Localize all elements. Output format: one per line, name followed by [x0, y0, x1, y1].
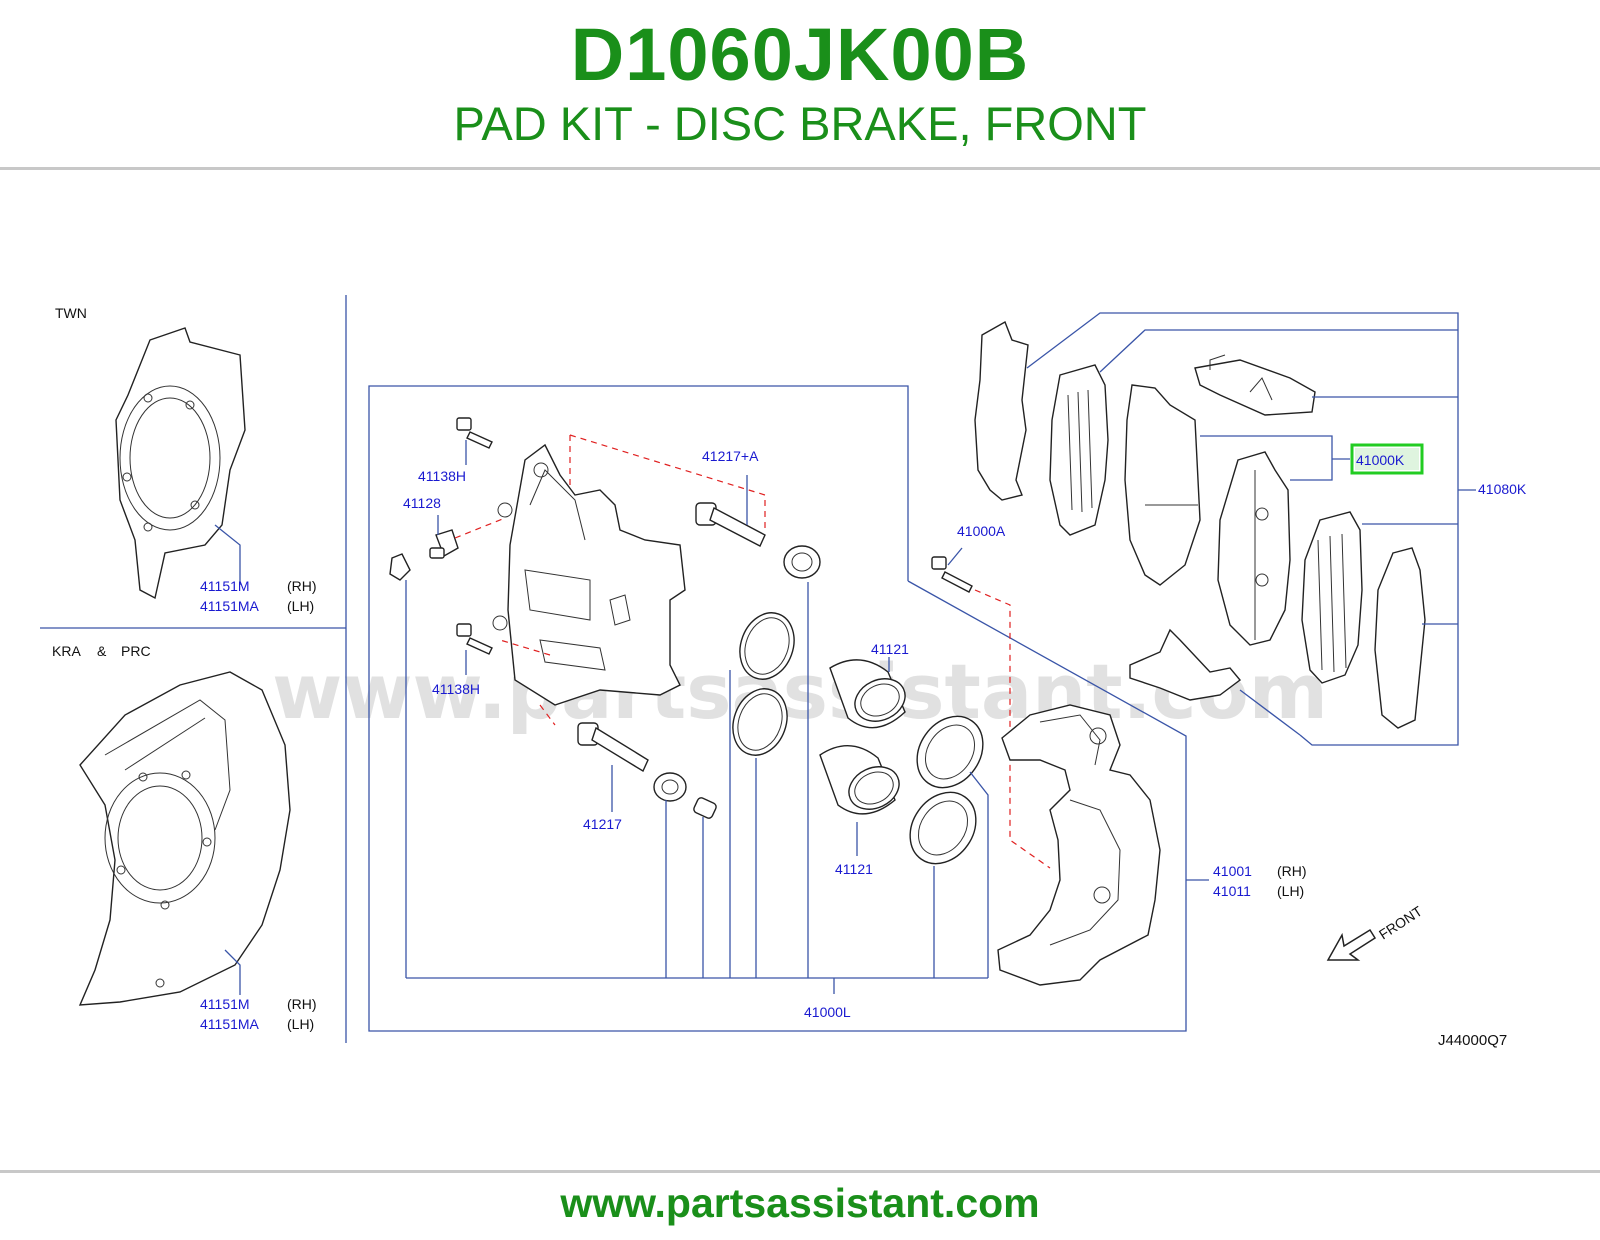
callout-41151ma-top[interactable]: 41151MA: [200, 598, 260, 614]
callout-rh-41001: (RH): [1277, 863, 1307, 879]
brake-pad-inner: [1217, 451, 1291, 646]
pin-41217: [577, 722, 649, 773]
pin-boot-top: [783, 545, 821, 579]
bolt-41138h-bottom: [456, 623, 493, 655]
bleeder-cap: [389, 553, 411, 581]
bleeder-41128: [429, 529, 459, 559]
callout-41151m-top[interactable]: 41151M: [200, 578, 250, 594]
callout-41138h-bottom[interactable]: 41138H: [432, 681, 480, 697]
brake-pad-outer: [1124, 384, 1201, 586]
piston-top: [829, 659, 906, 729]
bracket-41080k: [1026, 312, 1459, 746]
leader-41000k: [1200, 435, 1333, 481]
dust-seal-top: [916, 715, 984, 789]
bolt-41138h-top: [456, 417, 493, 449]
header-divider: [0, 167, 1600, 170]
assembly-frame-41000l: [368, 385, 1187, 1032]
front-direction-arrow: FRONT: [1326, 903, 1426, 961]
callout-41000l[interactable]: 41000L: [804, 1004, 851, 1020]
part-description-title: PAD KIT - DISC BRAKE, FRONT: [453, 97, 1147, 150]
pad-clip-top: [1194, 354, 1316, 416]
highlight-fill-41000k: [1355, 448, 1419, 470]
splash-shield-kra: [78, 671, 291, 1006]
callout-41151ma-bottom[interactable]: 41151MA: [200, 1016, 260, 1032]
dust-seal-bottom: [909, 791, 977, 865]
variant-label-amp: &: [97, 643, 107, 659]
footer-url-link[interactable]: www.partsassistant.com: [560, 1180, 1040, 1226]
callout-41080k[interactable]: 41080K: [1478, 481, 1527, 497]
callout-41000a[interactable]: 41000A: [957, 523, 1006, 539]
anti-squeal-shim-inner-bottom: [1301, 511, 1363, 684]
variant-label-twn: TWN: [55, 305, 87, 321]
anti-squeal-shim-outer-bottom: [1374, 547, 1426, 729]
leader-41151m-top: [214, 524, 241, 585]
callout-41128[interactable]: 41128: [403, 495, 441, 511]
callout-41000k[interactable]: 41000K: [1356, 452, 1405, 468]
seal-ring-bottom: [732, 688, 788, 756]
leader-41080k-shim: [1099, 329, 1458, 373]
seal-ring-top: [739, 612, 795, 680]
guide-dashes-caliper: [499, 434, 766, 726]
pad-clip-bottom: [1129, 628, 1242, 701]
leader-41080k-clip-b: [1239, 689, 1301, 736]
callout-lh-41011: (LH): [1277, 883, 1304, 899]
leader-41000a: [947, 547, 963, 566]
variant-label-kra: KRA: [52, 643, 81, 659]
part-number-title: D1060JK00B: [570, 13, 1030, 96]
guide-dash-41000a: [974, 589, 1051, 869]
footer-divider: [0, 1170, 1600, 1173]
callout-41151m-bottom[interactable]: 41151M: [200, 996, 250, 1012]
guide-dash-bleeder: [454, 517, 506, 539]
callout-lh-top: (LH): [287, 598, 314, 614]
pin-41217a: [695, 502, 766, 547]
anti-squeal-shim-inner-top: [1049, 364, 1109, 536]
bolt-41000a: [931, 556, 973, 593]
callout-rh-bottom: (RH): [287, 996, 317, 1012]
callout-41217[interactable]: 41217: [583, 816, 622, 832]
leader-41151m-bottom: [224, 949, 241, 995]
piston-bottom: [819, 745, 900, 815]
callout-41121-bottom[interactable]: 41121: [835, 861, 873, 877]
highlight-box-41000k: [1350, 443, 1424, 475]
caliper-bracket: [997, 704, 1161, 986]
callout-lh-bottom: (LH): [287, 1016, 314, 1032]
leader-dust-seal-top: [969, 771, 989, 978]
drawing-code: J44000Q7: [1438, 1032, 1507, 1049]
callout-rh-top: (RH): [287, 578, 317, 594]
callout-41217a[interactable]: 41217+A: [702, 448, 759, 464]
callout-41001[interactable]: 41001: [1213, 863, 1252, 879]
front-label: FRONT: [1376, 903, 1426, 943]
callout-41121-top[interactable]: 41121: [871, 641, 909, 657]
anti-squeal-shim-outer: [974, 320, 1029, 501]
pin-bushing: [693, 797, 717, 819]
caliper-housing: [492, 443, 686, 706]
callout-41011[interactable]: 41011: [1213, 883, 1251, 899]
callout-41138h-top[interactable]: 41138H: [418, 468, 466, 484]
variant-label-prc: PRC: [121, 643, 151, 659]
pin-boot-bottom: [653, 772, 687, 802]
backing-plate-twn: [115, 327, 246, 600]
